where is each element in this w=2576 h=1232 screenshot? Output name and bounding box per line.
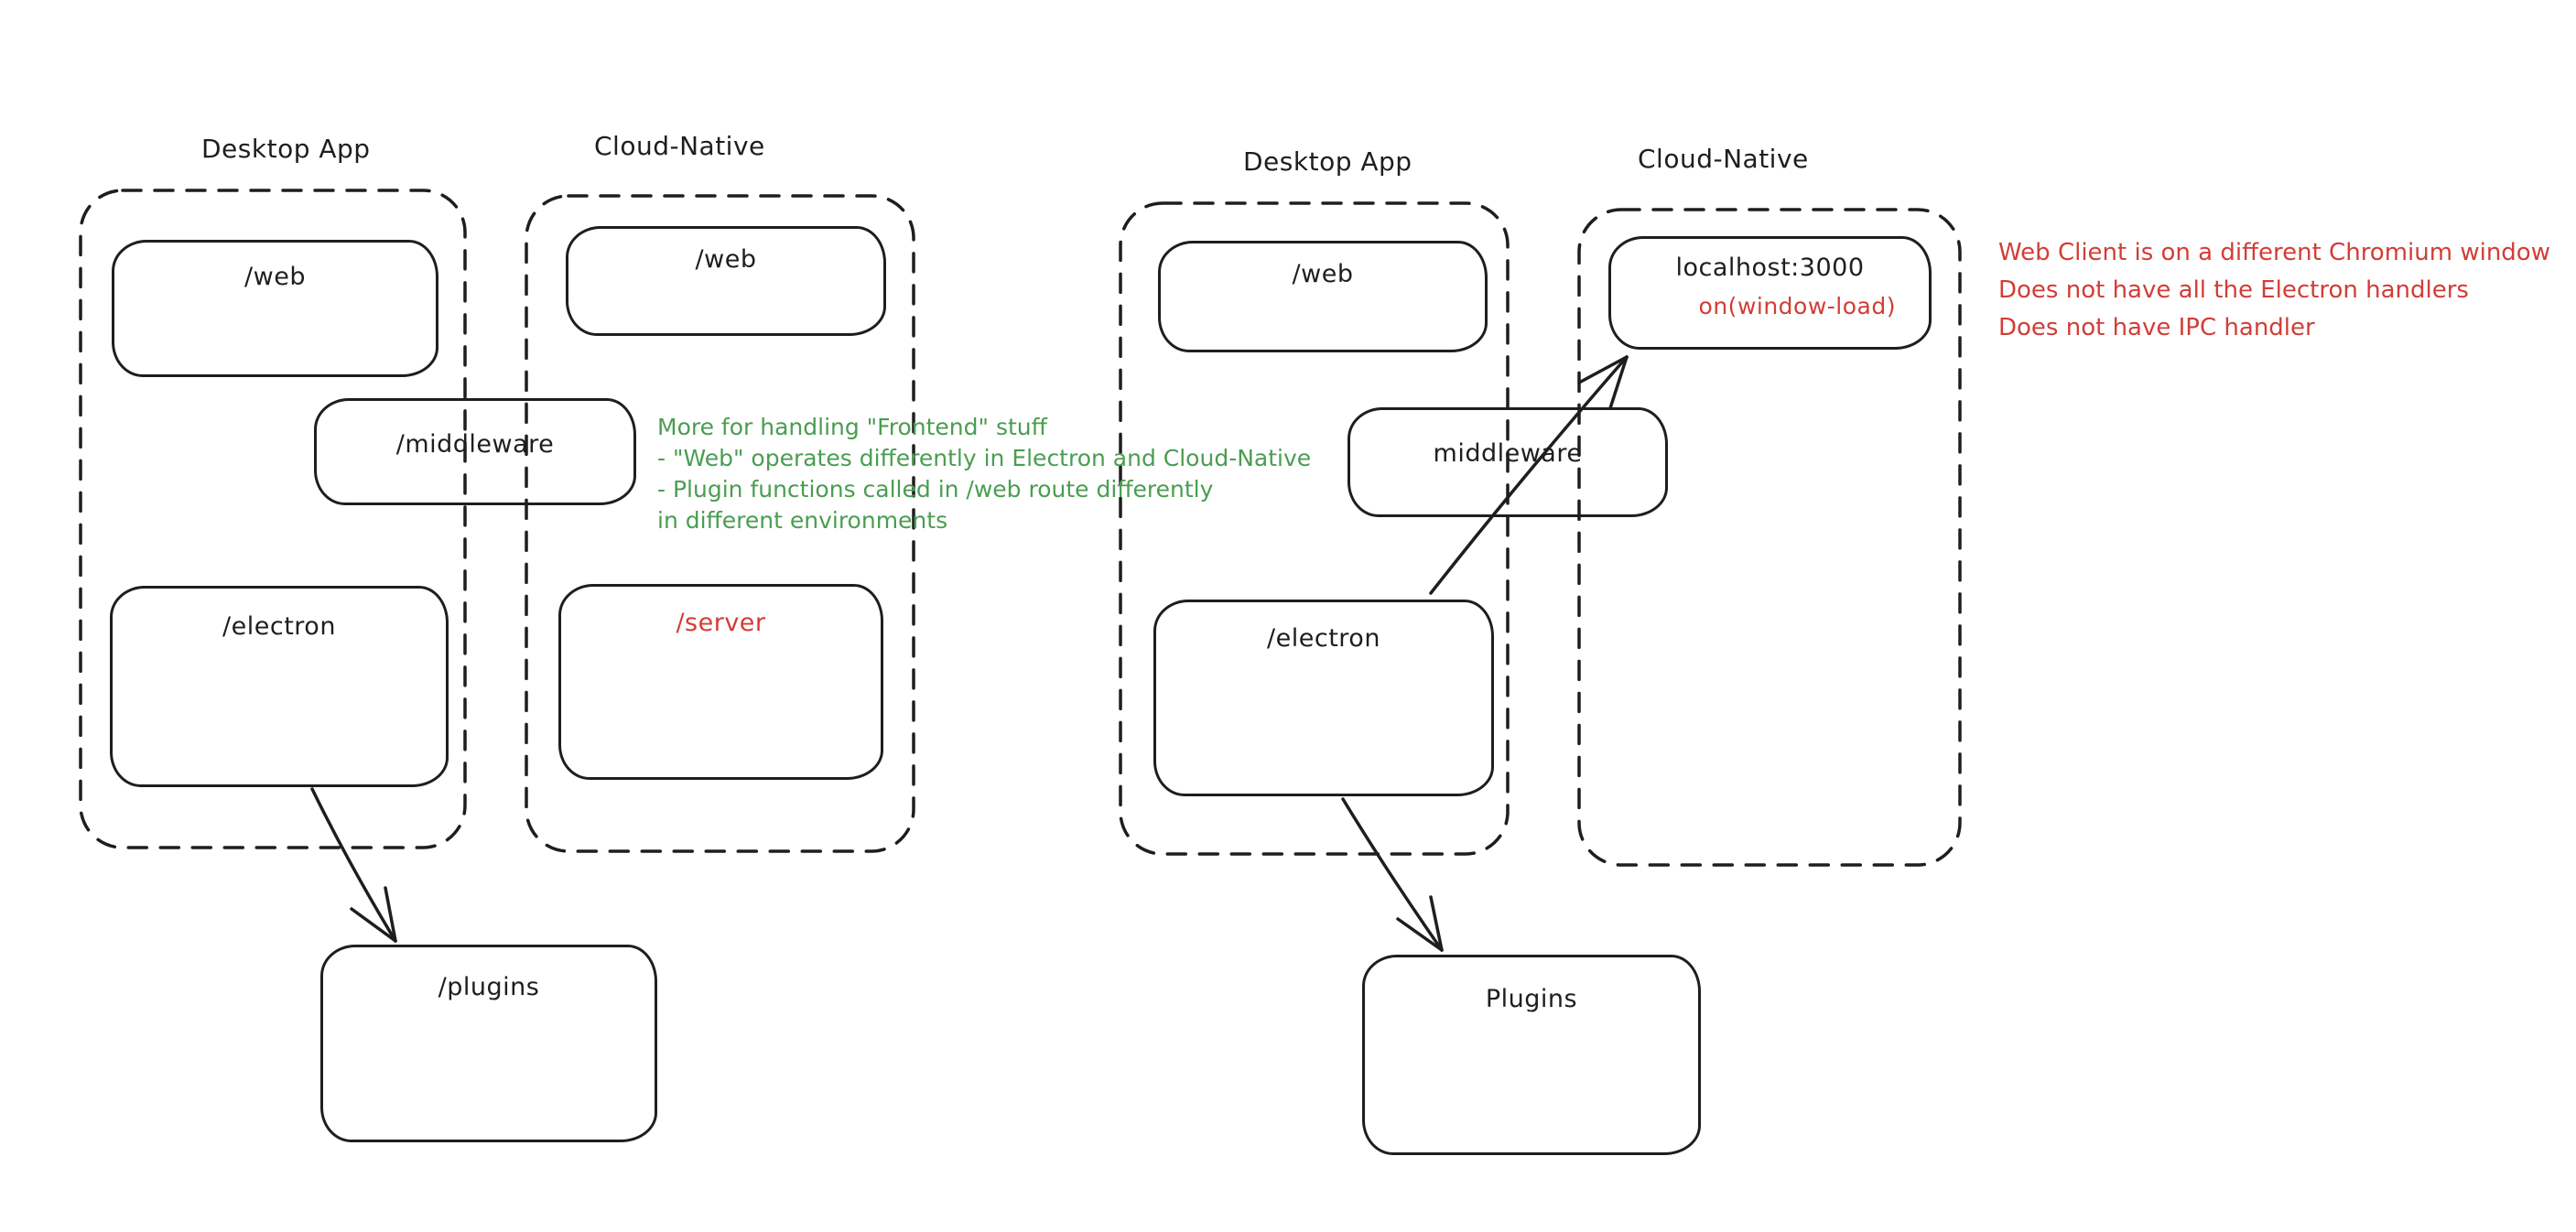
right-electron-to-localhost-arrow (1429, 355, 1629, 595)
left-electron-box: /electron (110, 586, 449, 787)
right-plugins-box: Plugins (1362, 955, 1701, 1155)
localhost-3000-label: localhost:3000 (1675, 254, 1865, 282)
right-middleware-label: middleware (1433, 439, 1583, 468)
right-cloud-native-container (1577, 208, 1962, 867)
red-annotation-line: Does not have IPC handler (1998, 314, 2315, 341)
red-annotation-line: Web Client is on a different Chromium wi… (1998, 239, 2550, 266)
left-cloud-native-container (525, 194, 915, 853)
left-electron-label: /electron (222, 612, 336, 641)
left-plugins-box: /plugins (320, 945, 657, 1142)
right-desktop-app-container (1119, 201, 1510, 856)
green-annotation-line: More for handling "Frontend" stuff (657, 414, 1047, 440)
left-server-box: /server (558, 584, 883, 780)
left-desktop-app-title: Desktop App (201, 134, 371, 164)
left-desktop-web-label: /web (244, 263, 306, 291)
green-annotation-line: - Plugin functions called in /web route … (657, 476, 1214, 503)
right-middleware-box: middleware (1348, 407, 1668, 517)
left-desktop-web-box: /web (112, 240, 438, 377)
right-electron-label: /electron (1267, 624, 1380, 653)
red-annotation: Web Client is on a different Chromium wi… (1998, 234, 2550, 347)
left-cloud-web-box: /web (566, 226, 886, 336)
red-annotation-line: Does not have all the Electron handlers (1998, 276, 2469, 304)
left-middleware-box: /middleware (314, 398, 636, 505)
right-plugins-label: Plugins (1485, 985, 1578, 1013)
left-server-label: /server (676, 609, 766, 637)
right-cloud-native-title: Cloud-Native (1638, 144, 1809, 174)
left-cloud-native-title: Cloud-Native (594, 131, 765, 161)
on-window-load-label: on(window-load) (1698, 293, 1896, 319)
right-electron-to-plugins-arrow (1341, 797, 1444, 952)
right-desktop-web-box: /web (1158, 241, 1488, 352)
right-desktop-web-label: /web (1292, 260, 1354, 288)
left-middleware-label: /middleware (395, 430, 555, 459)
left-electron-to-plugins-arrow (310, 787, 397, 943)
left-plugins-label: /plugins (438, 973, 540, 1001)
left-desktop-app-container (79, 189, 467, 849)
green-annotation: More for handling "Frontend" stuff - "We… (657, 412, 1311, 536)
green-annotation-line: in different environments (657, 507, 948, 534)
green-annotation-line: - "Web" operates differently in Electron… (657, 445, 1312, 471)
left-cloud-web-label: /web (695, 245, 757, 274)
localhost-3000-box: localhost:3000 on(window-load) (1608, 236, 1932, 350)
right-desktop-app-title: Desktop App (1243, 146, 1412, 177)
right-electron-box: /electron (1153, 600, 1494, 796)
